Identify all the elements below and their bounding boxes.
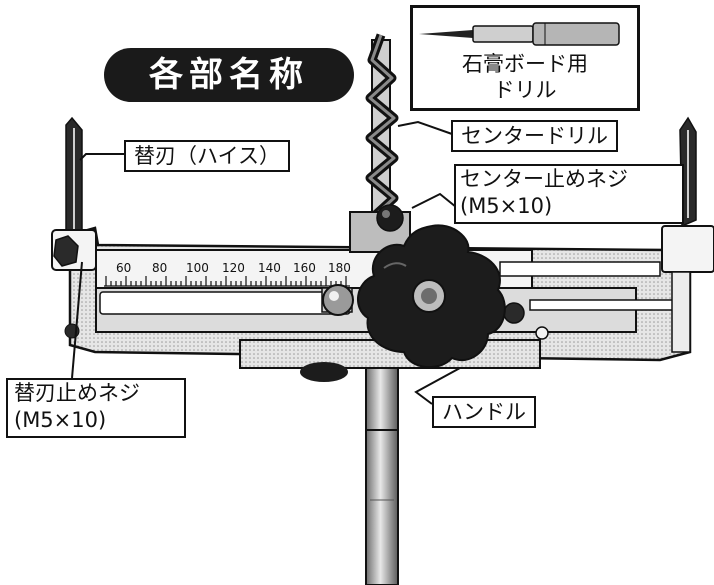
center-stop-screw <box>376 204 404 232</box>
leader-lines <box>71 120 461 405</box>
center-screw-label-line2: (M5×10) <box>460 194 553 218</box>
gypsum-drill-inset: 石膏ボード用 ドリル <box>410 5 640 111</box>
knob-screw <box>321 284 354 316</box>
scale-tick-label: 100 <box>186 261 209 275</box>
inset-label-line1: 石膏ボード用 <box>462 52 588 76</box>
blade-holder-right <box>661 225 714 353</box>
right-blade <box>679 116 697 228</box>
center-drill-label: センタードリル <box>451 120 618 152</box>
blade-label: 替刃（ハイス） <box>124 140 290 172</box>
scale-tick-label: 180 <box>328 261 351 275</box>
gypsum-drill-icon <box>419 22 620 46</box>
scale-tick-label: 140 <box>258 261 281 275</box>
center-screw-label: センター止めネジ (M5×10) <box>454 164 684 224</box>
drill-shaft <box>365 339 399 585</box>
handle-label: ハンドル <box>432 396 536 428</box>
blade-screw-label-line1: 替刃止めネジ <box>14 381 140 405</box>
page-title: 各部名称 <box>104 48 354 102</box>
inset-label-line2: ドリル <box>493 78 557 102</box>
scale-tick-label: 120 <box>222 261 245 275</box>
blade-screw-label-line2: (M5×10) <box>14 408 107 432</box>
scale-ruler <box>104 276 350 287</box>
scale-tick-label: 160 <box>293 261 316 275</box>
handle-knob <box>356 224 506 369</box>
scale-tick-label: 80 <box>152 261 168 275</box>
center-screw-label-line1: センター止めネジ <box>460 167 628 191</box>
scale-tick-label: 60 <box>116 261 132 275</box>
blade-screw-label: 替刃止めネジ (M5×10) <box>6 378 186 438</box>
